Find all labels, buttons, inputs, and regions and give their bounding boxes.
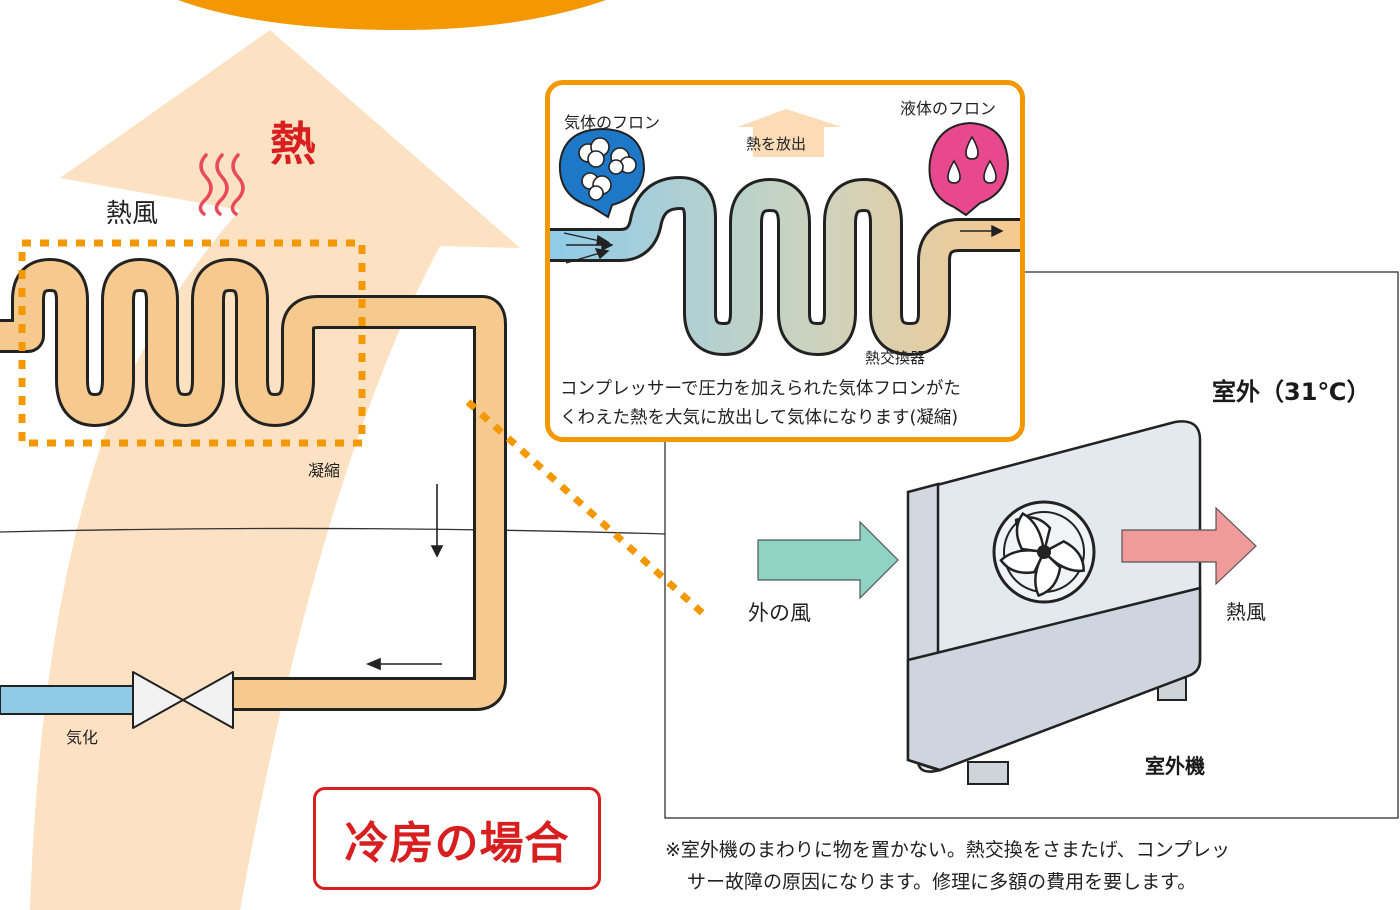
gas-freon-label: 気体のフロン xyxy=(564,113,661,132)
vaporization-label: 気化 xyxy=(66,728,99,747)
caution-note: ※室外機のまわりに物を置かない。熱交換をさまたげ、コンプレッ サー故障の原因にな… xyxy=(665,834,1395,898)
caution-note-line2: サー故障の原因になります。修理に多額の費用を要します。 xyxy=(687,871,1197,893)
expansion-valve xyxy=(132,671,234,729)
condenser-coil xyxy=(0,258,507,711)
inset-caption: コンプレッサーで圧力を加えられた気体フロンがた くわえた熱を大気に放出して気体に… xyxy=(560,375,1020,433)
heat-waves-icon xyxy=(198,153,245,216)
inset-flow-arrows xyxy=(563,224,1004,264)
outflow-arrow xyxy=(1121,506,1257,586)
liquid-freon-label: 液体のフロン xyxy=(900,99,997,118)
liquid-freon-bubble xyxy=(928,121,1010,217)
condensation-zone xyxy=(18,239,366,447)
caution-note-line1: ※室外機のまわりに物を置かない。熱交換をさまたげ、コンプレッ xyxy=(665,839,1231,861)
flow-arrows xyxy=(365,484,444,671)
outdoor-unit-illustration xyxy=(906,420,1202,785)
inset-artwork xyxy=(550,109,1020,356)
outside-wind-label: 外の風 xyxy=(748,601,811,625)
inset-caption-line2: くわえた熱を大気に放出して気体になります(凝縮) xyxy=(560,408,959,428)
outdoor-unit-label: 室外機 xyxy=(1145,754,1205,778)
gas-freon-bubble xyxy=(558,127,646,219)
cooling-case-box: 冷房の場合 xyxy=(313,787,601,890)
cooling-case-label: 冷房の場合 xyxy=(344,817,570,869)
hot-wind-label-right: 熱風 xyxy=(1226,600,1266,624)
release-arrow xyxy=(737,109,842,157)
inflow-arrow xyxy=(757,520,899,600)
condensation-label: 凝縮 xyxy=(308,461,341,480)
heat-label: 熱 xyxy=(270,117,316,171)
sun-shape xyxy=(178,0,606,30)
outdoor-temp-label: 室外（31℃） xyxy=(1212,378,1371,406)
liquid-pipe xyxy=(0,685,136,715)
heat-release-label: 熱を放出 xyxy=(746,135,807,153)
inset-caption-line1: コンプレッサーで圧力を加えられた気体フロンがた xyxy=(560,379,961,399)
heat-exchanger-label: 熱交換器 xyxy=(865,349,926,367)
hot-wind-label-left: 熱風 xyxy=(106,199,159,229)
wall-line xyxy=(0,527,666,535)
heat-exchanger-inset: 気体のフロン 液体のフロン 熱を放出 熱交換器 コンプレッサーで圧力を加えられた… xyxy=(545,80,1025,442)
